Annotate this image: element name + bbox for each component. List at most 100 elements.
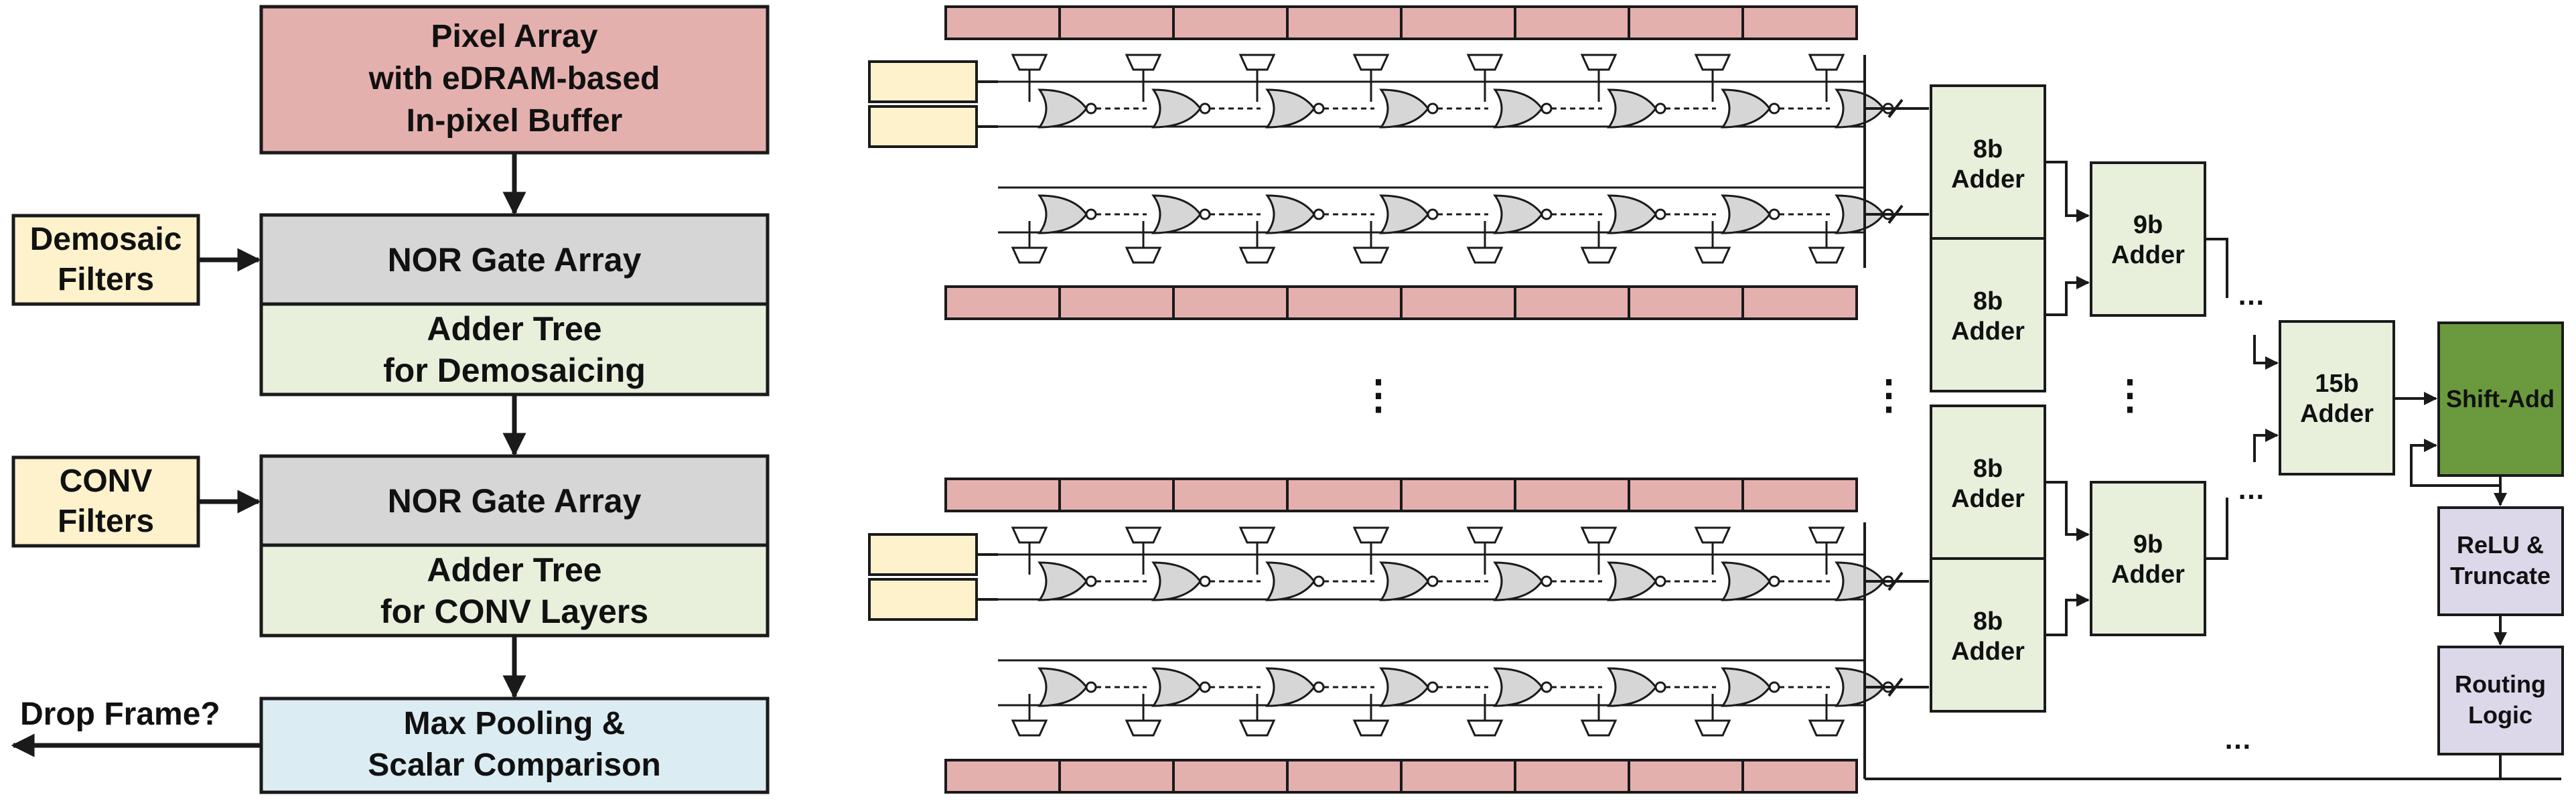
pixel-cell-g0-b0-c4 xyxy=(1400,5,1516,40)
drop-frame-label: Drop Frame? xyxy=(20,697,220,732)
nor-gate-symbol xyxy=(1607,561,1657,601)
mux-symbol xyxy=(1808,719,1845,737)
nor-gate-symbol xyxy=(1379,667,1429,707)
pixel-cell-g0-b1-c7 xyxy=(1741,285,1858,320)
nor-bubble xyxy=(1313,208,1325,220)
nor-gate-symbol xyxy=(1037,194,1088,234)
mux-symbol xyxy=(1125,246,1162,264)
pixel-cell-g0-b0-c3 xyxy=(1286,5,1403,40)
mux-symbol xyxy=(1808,246,1845,264)
adder-9b-group: 9b Adder 9b Adder xyxy=(2090,161,2206,636)
mux-symbol xyxy=(1466,246,1504,264)
nor-gate-symbol xyxy=(1607,88,1657,129)
mux-symbol xyxy=(1011,526,1048,544)
mux-symbol xyxy=(1352,719,1390,737)
nor-gate-symbol xyxy=(1721,561,1771,601)
filter-input-box xyxy=(868,105,978,148)
mux-symbol xyxy=(1808,526,1845,544)
adder-9b-1 xyxy=(2090,161,2206,317)
nor-gate-symbol xyxy=(1265,561,1315,601)
adder-8b-4-line-2: Adder xyxy=(1951,638,2025,666)
nor-bubble xyxy=(1199,208,1211,220)
nor-gate-symbol xyxy=(1037,88,1088,129)
nor-bubble xyxy=(1654,681,1666,693)
adder-15b-line-2: Adder xyxy=(2300,400,2374,428)
pixel-cell-g1-b0-c4 xyxy=(1400,478,1516,512)
nor-gate-symbol xyxy=(1151,561,1202,601)
shift-add-feedback xyxy=(2410,439,2502,487)
adder-8b-group: 8b Adder 8b Adder 8b Adder 8b Adder xyxy=(1930,84,2046,713)
filter-input-box xyxy=(868,533,978,576)
filter-input-box xyxy=(868,60,978,103)
mux-symbol xyxy=(1466,719,1504,737)
nor-gate-symbol xyxy=(1493,667,1543,707)
nor-bubble xyxy=(1313,575,1325,587)
pixel-cell-g1-b0-c3 xyxy=(1286,478,1403,512)
pixel-cell-g1-b0-c1 xyxy=(1058,478,1175,512)
pixel-cell-g1-b1-c0 xyxy=(944,759,1061,794)
pixel-cell-g0-b1-c2 xyxy=(1172,285,1289,320)
mux-symbol xyxy=(1466,526,1504,544)
pixel-cell-g0-b0-c2 xyxy=(1172,5,1289,40)
nor-gate-symbol xyxy=(1493,561,1543,601)
nor-gate-symbol xyxy=(1265,194,1315,234)
mux-symbol xyxy=(1238,719,1276,737)
mux-symbol xyxy=(1694,54,1731,71)
pixel-cell-g0-b0-c6 xyxy=(1628,5,1744,40)
nor-bubble xyxy=(1654,575,1666,587)
pixel-cell-g0-b1-c3 xyxy=(1286,285,1403,320)
pixel-cell-g1-b1-c4 xyxy=(1400,759,1516,794)
pixel-array-line-1: Pixel Array xyxy=(431,19,597,54)
nor-bubble xyxy=(1199,681,1211,693)
nor-bubble xyxy=(1427,102,1439,115)
nor-bubble xyxy=(1541,681,1553,693)
pixel-cell-g0-b1-c6 xyxy=(1628,285,1744,320)
pixel-cell-g0-b0-c7 xyxy=(1741,5,1858,40)
max-pooling-line-1: Max Pooling & xyxy=(404,706,626,741)
nor-bubble xyxy=(1085,575,1097,587)
demosaic-filters-line-2: Filters xyxy=(58,262,154,297)
mux-symbol xyxy=(1466,54,1504,71)
pixel-cell-g1-b0-c7 xyxy=(1741,478,1858,512)
pixel-cell-g1-b0-c5 xyxy=(1514,478,1630,512)
adder-8b-2-line-2: Adder xyxy=(1951,317,2025,346)
pixel-cell-g1-b1-c3 xyxy=(1286,759,1403,794)
nor-gate-symbol xyxy=(1493,194,1543,234)
pixel-array-box xyxy=(259,5,770,155)
max-pooling-line-2: Scalar Comparison xyxy=(368,747,660,783)
mux-symbol xyxy=(1125,719,1162,737)
routing-line-1: Routing xyxy=(2455,670,2546,698)
adder-tree-demosaic-line-1: Adder Tree xyxy=(427,310,601,348)
flow-diagram: Pixel Array with eDRAM-based In-pixel Bu… xyxy=(11,5,770,794)
nor-gate-symbol xyxy=(1151,194,1202,234)
nor-bubble xyxy=(1768,102,1780,115)
adder-9b-2-line-1: 9b xyxy=(2133,530,2163,559)
adder-8b-1-line-2: Adder xyxy=(1951,165,2025,194)
mux-symbol xyxy=(1694,526,1731,544)
pixel-cell-g0-b0-c1 xyxy=(1058,5,1175,40)
shift-add-label: Shift-Add xyxy=(2446,385,2555,413)
mux-symbol xyxy=(1694,719,1731,737)
adder-15b-line-1: 15b xyxy=(2315,370,2358,398)
nor-gate-symbol xyxy=(1721,667,1771,707)
adder-9b-1-line-1: 9b xyxy=(2133,211,2163,239)
nor-bubble xyxy=(1427,681,1439,693)
ellipsis-bottom: … xyxy=(2224,723,2252,755)
mux-symbol xyxy=(1125,54,1162,71)
mux-symbol xyxy=(1238,526,1276,544)
nor-gate-symbol xyxy=(1037,667,1088,707)
adder-tree-conv-line-1: Adder Tree xyxy=(427,551,601,589)
mux-symbol xyxy=(1011,54,1048,71)
adder-tree-conv-line-2: for CONV Layers xyxy=(380,593,648,630)
nor-gate-symbol xyxy=(1265,667,1315,707)
mux-symbol xyxy=(1580,526,1618,544)
mux-symbol xyxy=(1238,246,1276,264)
adder-15b xyxy=(2279,320,2395,476)
adder-9b-2-line-2: Adder xyxy=(2111,561,2185,589)
mux-symbol xyxy=(1352,246,1390,264)
routing-box xyxy=(2437,646,2564,755)
nor-gate-symbol xyxy=(1607,667,1657,707)
adder-9b-to-15b-wires xyxy=(2205,238,2279,560)
mux-symbol xyxy=(1580,54,1618,71)
